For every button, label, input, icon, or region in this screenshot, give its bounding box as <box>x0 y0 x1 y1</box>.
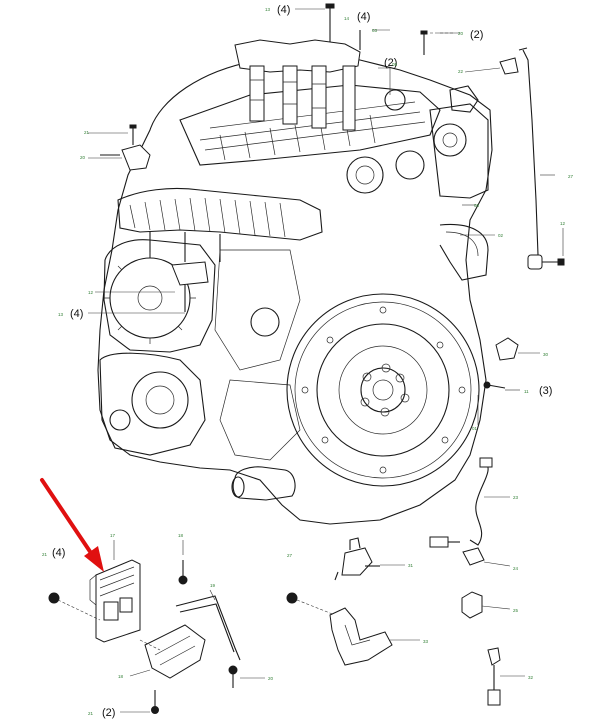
ref-number: 21 <box>84 130 90 135</box>
left-parts <box>100 124 209 312</box>
ref-number: 13 <box>58 312 64 317</box>
qty-label: (2) <box>384 57 397 69</box>
ref-labels: 13 14 20 22 21 20 27 08 02 12 12 13 30 1… <box>42 7 574 716</box>
ecu-bracket <box>139 560 241 714</box>
ref-number: 14 <box>344 16 350 21</box>
red-arrow-icon <box>40 478 104 572</box>
ref-number: 30 <box>543 352 549 357</box>
ref-number: 24 <box>513 566 519 571</box>
qty-label: (4) <box>70 308 83 320</box>
ref-number: 31 <box>408 563 414 568</box>
ref-number: 12 <box>88 290 94 295</box>
ecu-nut <box>48 592 60 604</box>
qty-label: (4) <box>357 11 370 23</box>
ignition-coil-pack <box>234 3 361 131</box>
flywheel <box>286 293 480 487</box>
ref-number: 12 <box>560 221 566 226</box>
qty-label: (4) <box>52 547 65 559</box>
ref-number: 21 <box>42 552 48 557</box>
ref-number: 01 <box>472 426 478 431</box>
ref-number: 20 <box>268 676 274 681</box>
ref-number: 22 <box>458 69 464 74</box>
ref-number: 33 <box>423 639 429 644</box>
ref-number: 13 <box>265 7 271 12</box>
ref-number: 18 <box>178 533 184 538</box>
qty-label: (2) <box>102 707 115 719</box>
top-right-parts <box>420 30 565 706</box>
ref-number: 21 <box>88 711 94 716</box>
engine-control-module[interactable] <box>89 559 141 643</box>
engine-assembly <box>97 54 493 525</box>
ref-number: 18 <box>118 674 124 679</box>
purge-valve-assembly <box>286 537 393 666</box>
qty-label: (2) <box>470 29 483 41</box>
quantity-labels: (4) (4) (2) (2) (4) (3) (4) (2) <box>52 4 552 719</box>
ref-number: 05 <box>392 62 398 67</box>
ref-number: 32 <box>528 675 534 680</box>
ref-number: 11 <box>524 389 529 394</box>
ref-number: 25 <box>513 608 519 613</box>
qty-label: (3) <box>539 385 552 397</box>
ref-number: 19 <box>210 583 216 588</box>
ref-number: 27 <box>568 174 574 179</box>
ref-number: 03 <box>372 28 378 33</box>
ref-number: 27 <box>287 553 293 558</box>
ref-number: 20 <box>80 155 86 160</box>
leader-lines <box>88 8 564 713</box>
ref-number: 17 <box>110 533 116 538</box>
qty-label: (4) <box>277 4 290 16</box>
ref-number: 02 <box>498 233 504 238</box>
ref-number: 23 <box>513 495 519 500</box>
ref-number: 08 <box>474 203 480 208</box>
ref-number: 20 <box>458 31 464 36</box>
